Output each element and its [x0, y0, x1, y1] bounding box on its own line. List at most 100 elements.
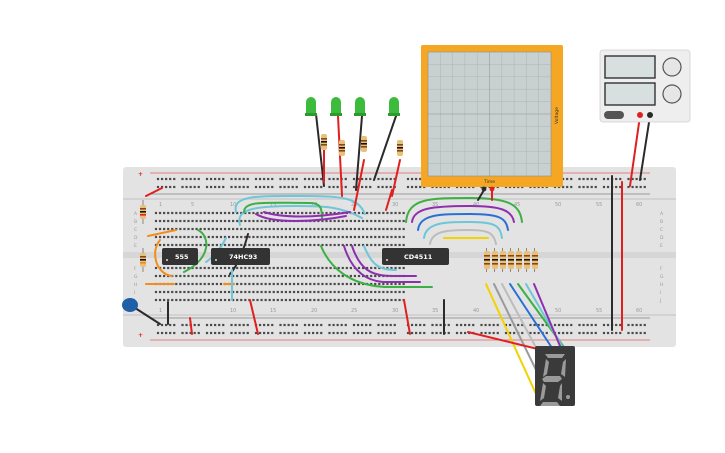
breadboard-hole[interactable] [329, 298, 332, 302]
breadboard-hole[interactable] [160, 177, 164, 181]
breadboard-hole[interactable] [341, 266, 344, 270]
breadboard-hole[interactable] [175, 219, 178, 223]
breadboard-hole[interactable] [345, 290, 348, 294]
breadboard-hole[interactable] [187, 243, 190, 247]
breadboard-hole[interactable] [619, 185, 622, 189]
breadboard-hole[interactable] [179, 282, 182, 286]
breadboard-hole[interactable] [260, 266, 263, 270]
breadboard-hole[interactable] [263, 177, 266, 181]
breadboard-hole[interactable] [252, 282, 255, 286]
breadboard-hole[interactable] [156, 331, 160, 335]
breadboard-hole[interactable] [215, 298, 218, 302]
breadboard-hole[interactable] [175, 243, 178, 247]
breadboard-hole[interactable] [264, 298, 267, 302]
breadboard-hole[interactable] [361, 266, 365, 270]
breadboard-hole[interactable] [234, 323, 237, 327]
breadboard-hole[interactable] [378, 266, 381, 270]
breadboard-hole[interactable] [207, 290, 210, 294]
breadboard-hole[interactable] [232, 266, 235, 270]
breadboard-hole[interactable] [361, 177, 364, 181]
breadboard-hole[interactable] [328, 185, 331, 189]
breadboard-hole[interactable] [234, 331, 237, 335]
breadboard-hole[interactable] [264, 235, 267, 239]
chip-555[interactable]: 555 [162, 248, 198, 265]
breadboard-hole[interactable] [316, 323, 319, 327]
breadboard-hole[interactable] [557, 331, 561, 335]
breadboard-hole[interactable] [179, 235, 182, 239]
breadboard-hole[interactable] [390, 227, 393, 231]
breadboard-hole[interactable] [447, 323, 450, 327]
breadboard-hole[interactable] [307, 331, 311, 335]
breadboard-hole[interactable] [635, 177, 638, 181]
breadboard-hole[interactable] [211, 243, 214, 247]
breadboard-hole[interactable] [171, 235, 174, 239]
breadboard-hole[interactable] [415, 185, 418, 189]
breadboard-hole[interactable] [189, 185, 192, 189]
breadboard-hole[interactable] [349, 274, 352, 278]
breadboard-hole[interactable] [218, 185, 221, 189]
breadboard-hole[interactable] [562, 323, 565, 327]
breadboard-hole[interactable] [223, 211, 227, 215]
wire-red[interactable] [145, 187, 163, 197]
breadboard-hole[interactable] [370, 290, 373, 294]
breadboard-hole[interactable] [195, 211, 198, 215]
breadboard-hole[interactable] [191, 274, 194, 278]
breadboard-hole[interactable] [209, 331, 213, 335]
breadboard-hole[interactable] [223, 235, 227, 239]
breadboard-hole[interactable] [341, 227, 344, 231]
breadboard-hole[interactable] [195, 282, 198, 286]
breadboard-hole[interactable] [191, 282, 194, 286]
wire-purple[interactable] [255, 213, 347, 222]
breadboard-hole[interactable] [402, 290, 405, 294]
breadboard-hole[interactable] [205, 185, 209, 189]
resistor[interactable] [339, 140, 345, 156]
breadboard-hole[interactable] [615, 185, 618, 189]
breadboard-hole[interactable] [464, 323, 467, 327]
breadboard-hole[interactable] [291, 323, 294, 327]
breadboard-hole[interactable] [173, 185, 176, 189]
breadboard-hole[interactable] [328, 331, 331, 335]
breadboard-hole[interactable] [280, 227, 283, 231]
breadboard-hole[interactable] [305, 290, 308, 294]
breadboard-hole[interactable] [313, 282, 316, 286]
breadboard-hole[interactable] [325, 243, 328, 247]
breadboard-hole[interactable] [602, 177, 606, 181]
breadboard-hole[interactable] [284, 274, 288, 278]
breadboard-hole[interactable] [167, 266, 170, 270]
breadboard-hole[interactable] [158, 298, 162, 302]
breadboard-hole[interactable] [169, 323, 172, 327]
breadboard-hole[interactable] [317, 219, 320, 223]
breadboard-hole[interactable] [193, 185, 196, 189]
breadboard-hole[interactable] [349, 219, 352, 223]
breadboard-hole[interactable] [227, 235, 231, 239]
wire-cyan[interactable] [363, 245, 397, 271]
breadboard-hole[interactable] [344, 323, 347, 327]
breadboard-hole[interactable] [402, 243, 405, 247]
breadboard-hole[interactable] [419, 185, 422, 189]
breadboard-hole[interactable] [586, 331, 589, 335]
breadboard-hole[interactable] [215, 243, 218, 247]
breadboard-hole[interactable] [187, 282, 190, 286]
breadboard-hole[interactable] [365, 185, 368, 189]
breadboard-hole[interactable] [317, 274, 320, 278]
breadboard-hole[interactable] [240, 243, 243, 247]
breadboard-hole[interactable] [173, 177, 176, 181]
breadboard-hole[interactable] [366, 243, 369, 247]
breadboard-hole[interactable] [349, 298, 352, 302]
breadboard-hole[interactable] [333, 227, 336, 231]
breadboard-hole[interactable] [183, 290, 186, 294]
breadboard-hole[interactable] [280, 290, 283, 294]
breadboard-hole[interactable] [292, 211, 296, 215]
breadboard-hole[interactable] [242, 323, 245, 327]
breadboard-hole[interactable] [484, 323, 487, 327]
wire-black[interactable] [373, 115, 397, 181]
breadboard-hole[interactable] [329, 211, 332, 215]
breadboard-hole[interactable] [402, 266, 405, 270]
breadboard-hole[interactable] [370, 274, 373, 278]
breadboard-hole[interactable] [252, 211, 255, 215]
breadboard-hole[interactable] [197, 185, 200, 189]
wire-red[interactable] [403, 299, 411, 335]
breadboard-hole[interactable] [366, 290, 369, 294]
breadboard-hole[interactable] [214, 177, 217, 181]
